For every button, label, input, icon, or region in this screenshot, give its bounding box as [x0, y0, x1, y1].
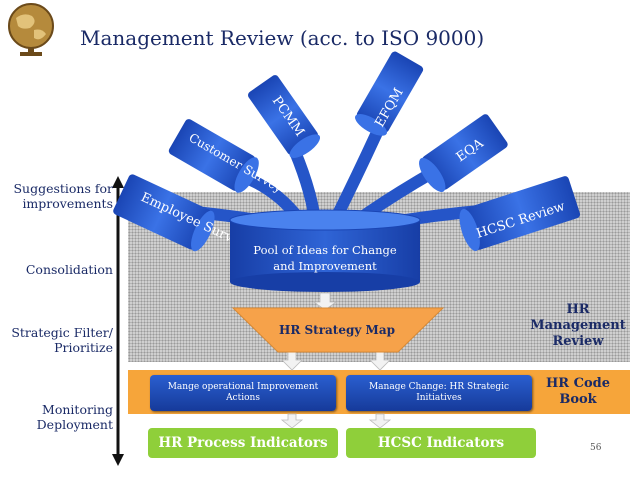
globe-icon — [2, 0, 60, 58]
stage-strategic-filter: Strategic Filter/ Prioritize — [11, 325, 113, 355]
operational-actions-box: Mange operational Improvement Actions — [150, 375, 336, 411]
source-eqa — [419, 114, 508, 192]
hr-process-indicators: HR Process Indicators — [148, 428, 338, 458]
arrow-change-to-indicators — [368, 413, 392, 429]
process-arrow — [110, 176, 126, 470]
arrow-map-to-change — [369, 351, 391, 371]
flow-arrows — [280, 292, 392, 429]
arrow-operational-to-indicators — [280, 413, 304, 429]
hr-management-review: HR Management Review — [530, 302, 626, 349]
stage-consolidation: Consolidation — [25, 262, 113, 277]
source-efqm — [355, 51, 424, 136]
page-title: Management Review (acc. to ISO 9000) — [80, 26, 485, 50]
stage-monitoring: Monitoring Deployment — [36, 402, 113, 432]
source-hcsc-review — [459, 176, 581, 252]
source-employee-survey — [113, 174, 215, 252]
source-pcmm — [248, 75, 321, 158]
page-number: 56 — [590, 443, 602, 453]
source-customer-survey — [168, 119, 259, 193]
change-initiatives-box: Manage Change: HR Strategic Initiatives — [346, 375, 532, 411]
stage-suggestions: Suggestions for improvements — [13, 181, 113, 211]
hr-code-book: HR Code Book — [546, 376, 610, 407]
strategy-funnel — [231, 307, 445, 353]
pool-cylinder — [229, 209, 421, 292]
arrow-map-to-operational — [281, 351, 303, 371]
hcsc-indicators: HCSC Indicators — [346, 428, 536, 458]
strategy-map-label: HR Strategy Map — [279, 323, 395, 337]
arrow-pool-to-map — [312, 292, 338, 311]
pool-label: Pool of Ideas for Change and Improvement — [253, 243, 397, 273]
